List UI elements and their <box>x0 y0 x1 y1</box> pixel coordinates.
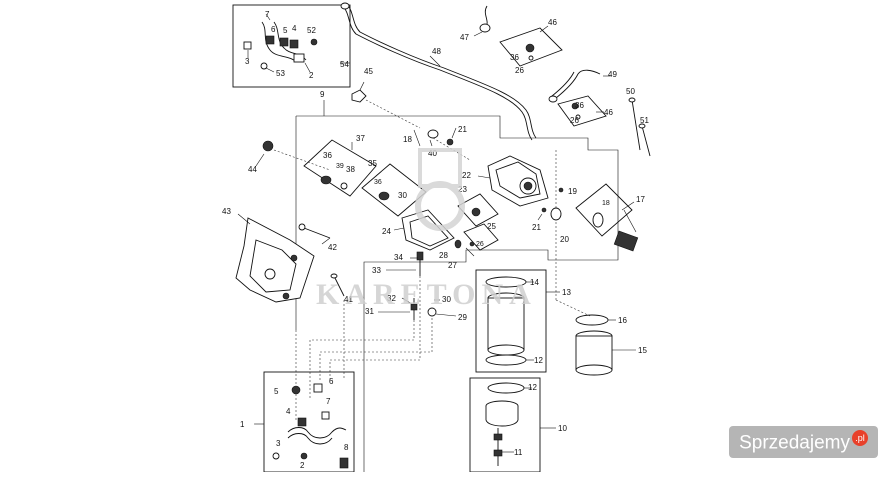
label-21-top: 21 <box>458 125 467 134</box>
label-22: 22 <box>462 171 471 180</box>
label-8: 8 <box>344 443 349 452</box>
label-36-inset35: 36 <box>374 179 382 186</box>
label-11: 11 <box>514 448 523 457</box>
label-3-bottom: 3 <box>276 439 281 448</box>
label-52: 52 <box>307 26 316 35</box>
label-13: 13 <box>562 288 571 297</box>
inset-harness-bottom <box>254 371 355 473</box>
label-23: 23 <box>458 185 467 194</box>
label-10: 10 <box>558 424 567 433</box>
label-36-inset37: 36 <box>323 151 332 160</box>
label-48: 48 <box>432 47 441 56</box>
label-53: 53 <box>276 69 285 78</box>
label-50: 50 <box>626 87 635 96</box>
label-45: 45 <box>364 67 373 76</box>
label-27: 27 <box>448 261 457 270</box>
separator-10 <box>469 377 556 473</box>
label-20: 20 <box>560 235 569 244</box>
label-26-right: 26 <box>570 116 579 125</box>
label-18-top: 18 <box>403 135 412 144</box>
label-6-bottom: 6 <box>329 377 334 386</box>
bolts-41-42 <box>298 223 345 297</box>
fittings-19-20-21 <box>537 150 564 300</box>
filter-head-22 <box>477 155 549 207</box>
label-46-right: 46 <box>604 108 613 117</box>
label-37: 37 <box>356 134 365 143</box>
label-28: 28 <box>439 251 448 260</box>
label-12-lower: 12 <box>528 383 537 392</box>
label-1: 1 <box>240 420 245 429</box>
label-47: 47 <box>460 33 469 42</box>
label-46-top: 46 <box>548 18 557 27</box>
label-26-top: 26 <box>515 66 524 75</box>
bolts-50-51 <box>628 97 651 157</box>
label-2-bottom: 2 <box>300 461 305 470</box>
inset-harness-top <box>232 4 351 88</box>
label-7-top: 7 <box>265 10 270 19</box>
label-54: 54 <box>340 60 349 69</box>
label-35: 35 <box>368 159 377 168</box>
label-2-top: 2 <box>309 71 314 80</box>
fuel-line-48 <box>340 2 537 141</box>
label-21-mid: 21 <box>532 223 541 232</box>
label-41: 41 <box>344 295 353 304</box>
label-38: 38 <box>346 165 355 174</box>
brand-name: Sprzedajemy <box>739 432 850 453</box>
leader-lines-lower <box>295 276 433 420</box>
label-29: 29 <box>458 313 467 322</box>
label-3-top: 3 <box>245 57 250 66</box>
label-31: 31 <box>365 307 374 316</box>
label-17: 17 <box>636 195 645 204</box>
fitting-49 <box>548 69 610 127</box>
label-9: 9 <box>320 90 325 99</box>
label-44: 44 <box>248 165 257 174</box>
label-34: 34 <box>394 253 403 262</box>
label-24: 24 <box>382 227 391 236</box>
label-30-low: 30 <box>442 295 451 304</box>
filter-15 <box>555 299 636 376</box>
label-49: 49 <box>608 70 617 79</box>
inset-17-18 <box>575 183 639 252</box>
label-33: 33 <box>372 266 381 275</box>
label-5-top: 5 <box>283 26 288 35</box>
label-39: 39 <box>336 163 344 170</box>
inset-fitting-46 <box>473 5 563 67</box>
brand-suffix-badge: .pl <box>852 429 868 446</box>
label-14: 14 <box>530 278 539 287</box>
label-5-bottom: 5 <box>274 387 279 396</box>
label-19: 19 <box>568 187 577 196</box>
label-25: 25 <box>487 222 496 231</box>
sensors-29-32 <box>378 297 457 320</box>
fittings-25-28 <box>454 223 499 257</box>
label-51: 51 <box>640 116 649 125</box>
label-26-inset: 26 <box>476 241 484 248</box>
label-12-upper: 12 <box>534 356 543 365</box>
bracket-43 <box>235 213 315 303</box>
label-36-right: 36 <box>575 101 584 110</box>
label-16: 16 <box>618 316 627 325</box>
label-30-mid: 30 <box>398 191 407 200</box>
label-40: 40 <box>428 149 437 158</box>
sensors-33-34 <box>386 251 424 276</box>
label-18-inset: 18 <box>602 200 610 207</box>
label-32: 32 <box>387 294 396 303</box>
nut-45-44 <box>255 81 421 171</box>
inset-37 <box>303 139 377 197</box>
label-4-top: 4 <box>292 24 297 33</box>
label-6-top: 6 <box>271 25 276 34</box>
watermark-text: KARETONA <box>316 278 537 311</box>
label-15: 15 <box>638 346 647 355</box>
watermark: KARETONA <box>316 148 537 311</box>
label-42: 42 <box>328 243 337 252</box>
label-43: 43 <box>222 207 231 216</box>
label-7-bottom: 7 <box>326 397 331 406</box>
sprzedajemy-logo[interactable]: Sprzedajemy.pl <box>729 425 878 458</box>
label-36-top: 36 <box>510 53 519 62</box>
label-4-bottom: 4 <box>286 407 291 416</box>
module-24 <box>393 209 455 251</box>
inset-23 <box>457 193 499 227</box>
filter-13 <box>475 269 560 373</box>
